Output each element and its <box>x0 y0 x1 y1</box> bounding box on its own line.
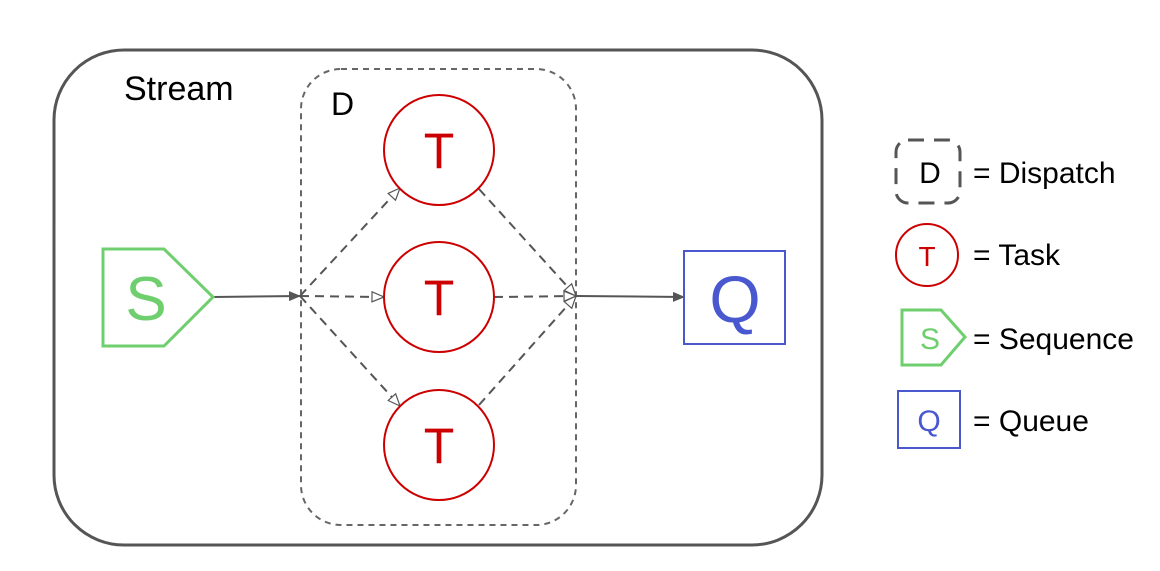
task-node-middle: T <box>383 241 495 353</box>
edge-task-bottom-to-merge <box>478 296 576 406</box>
legend-dispatch: D = Dispatch <box>894 138 1116 205</box>
legend: D = Dispatch T = Task S = Sequence Q = Q… <box>894 138 1134 449</box>
legend-sequence-symbol: S <box>920 323 940 356</box>
legend-task: T = Task <box>895 223 1061 287</box>
queue-node: Q <box>683 250 786 345</box>
edge-dispatch-to-task-middle <box>299 296 384 297</box>
task-node-bottom-label: T <box>424 418 455 474</box>
edge-sequence-to-dispatch <box>212 291 301 302</box>
legend-task-swatch <box>895 223 959 287</box>
sequence-node-label: S <box>125 265 166 334</box>
stream-container <box>52 48 824 547</box>
task-node-bottom: T <box>383 389 495 501</box>
edge-task-top-to-merge <box>478 188 576 296</box>
queue-node-label: Q <box>709 262 760 336</box>
edge-merge-to-queue <box>575 291 685 302</box>
legend-queue-text: = Queue <box>973 405 1089 438</box>
edge-task-middle-to-merge <box>493 296 576 297</box>
legend-dispatch-symbol: D <box>919 157 941 190</box>
edge-dispatch-to-task-bottom <box>299 295 400 406</box>
legend-queue: Q = Queue <box>897 390 1089 449</box>
legend-sequence-text: = Sequence <box>973 323 1134 356</box>
sequence-node: S <box>101 247 216 348</box>
dispatch-label: D <box>331 86 354 122</box>
legend-task-text: = Task <box>973 239 1061 272</box>
stream-label: Stream <box>124 70 234 108</box>
legend-sequence-swatch <box>900 308 967 367</box>
legend-dispatch-text: = Dispatch <box>973 157 1116 190</box>
task-node-top: T <box>383 94 495 206</box>
legend-sequence: S = Sequence <box>900 308 1134 367</box>
task-node-top-label: T <box>424 123 455 179</box>
edge-dispatch-to-task-top <box>299 188 400 297</box>
legend-task-symbol: T <box>918 241 935 272</box>
task-node-middle-label: T <box>424 270 455 326</box>
legend-queue-symbol: Q <box>917 405 940 438</box>
legend-dispatch-swatch <box>894 138 962 205</box>
legend-queue-swatch <box>897 390 961 449</box>
